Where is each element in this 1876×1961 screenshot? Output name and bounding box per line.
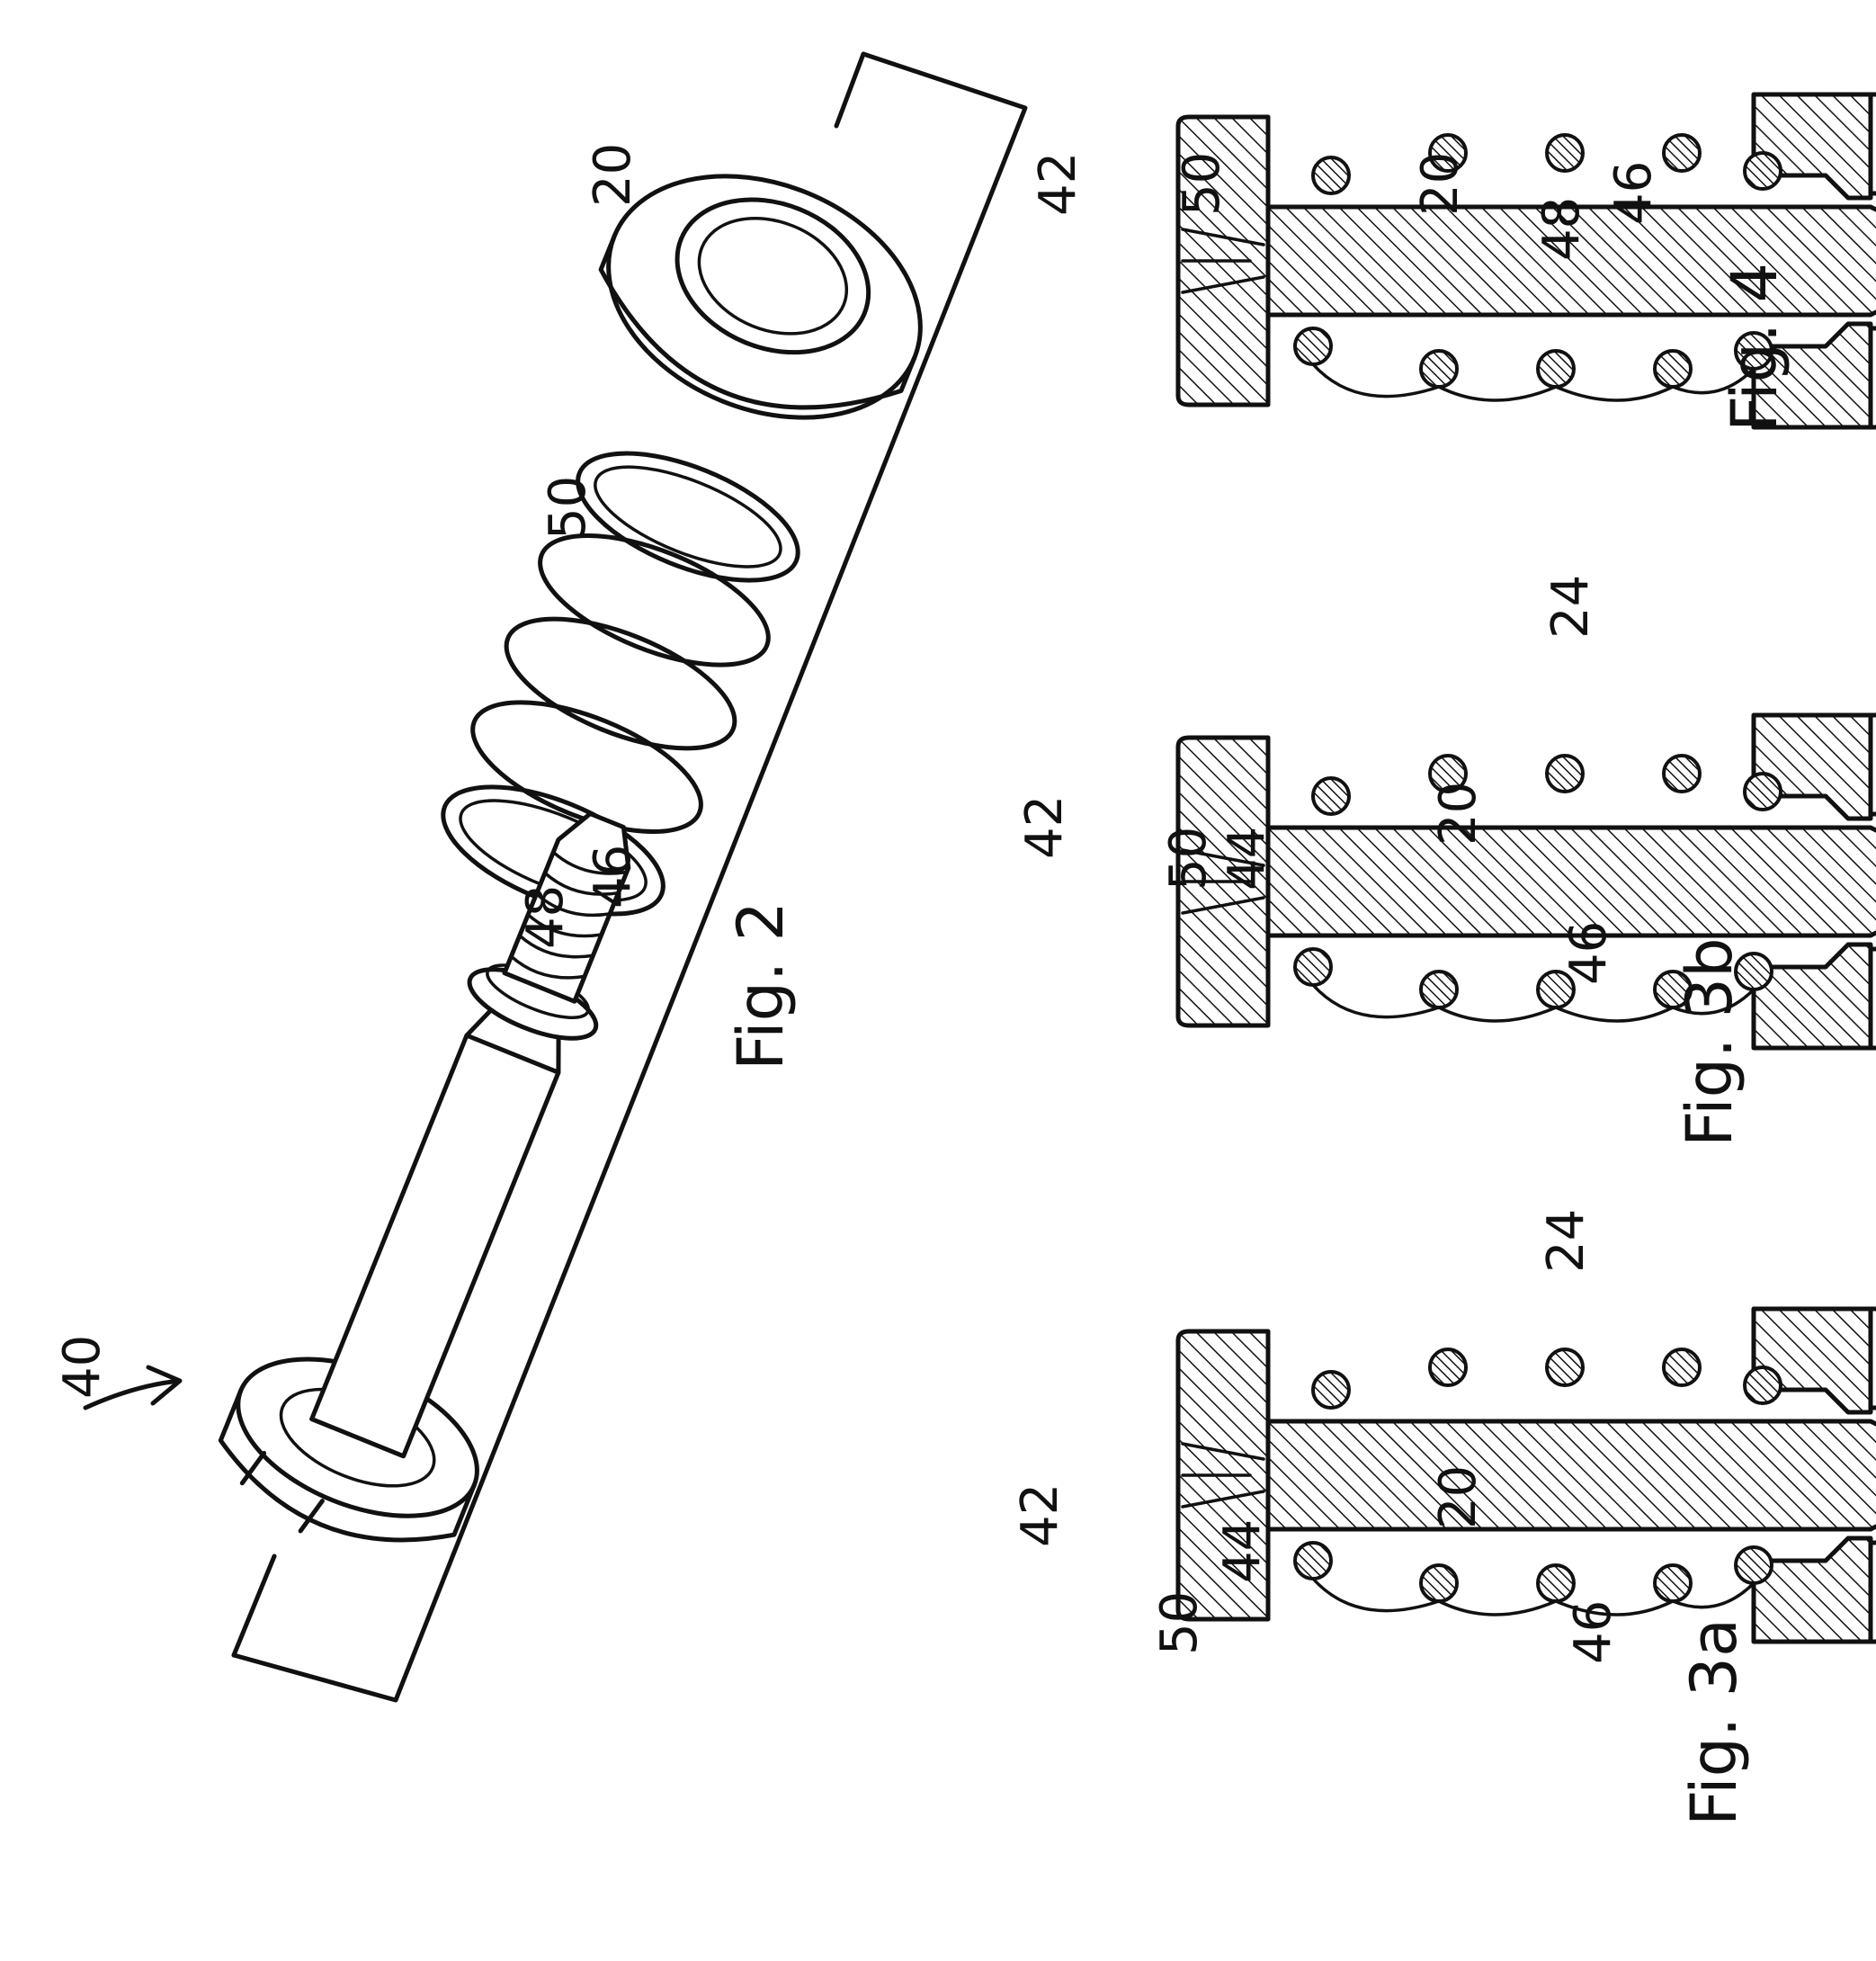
label-fig3b-46: 46 — [1559, 921, 1618, 985]
label-fig3a-50: 50 — [1150, 1591, 1209, 1655]
label-40: 40 — [53, 1335, 112, 1399]
fig4-section-view: 42 50 20 48 46 24 Fig. 4 — [1029, 94, 1876, 639]
label-fig3b-24: 24 — [1537, 1209, 1595, 1273]
label-fig3b-50: 50 — [1159, 827, 1218, 891]
label-fig2-46: 46 — [584, 845, 642, 909]
label-fig3a-42: 42 — [1011, 1483, 1069, 1547]
label-fig4-48: 48 — [1532, 197, 1591, 261]
label-fig4-24: 24 — [1541, 575, 1600, 639]
fig3a-caption: Fig. 3a — [1677, 1618, 1751, 1826]
label-fig2-48: 48 — [516, 885, 575, 949]
fig4-caption: Fig. 4 — [1718, 263, 1791, 432]
label-fig3b-20: 20 — [1429, 782, 1487, 846]
fig2-caption: Fig. 2 — [724, 901, 798, 1070]
label-fig4-42: 42 — [1029, 152, 1087, 216]
label-fig3b-42: 42 — [1015, 795, 1074, 859]
fig3a-section-view: 42 50 44 20 46 Fig. 3a — [1011, 1309, 1876, 1826]
label-fig3a-20: 20 — [1429, 1465, 1487, 1529]
label-fig3a-46: 46 — [1564, 1600, 1622, 1664]
label-fig2-20: 20 — [584, 143, 642, 207]
fig3b-section-view: 42 50 44 20 46 24 Fig. 3b — [1015, 715, 1876, 1273]
fig2-exploded-view: 40 46 48 50 20 Fig. 2 — [53, 54, 1025, 1700]
label-fig4-46: 46 — [1604, 161, 1663, 225]
label-fig4-50: 50 — [1173, 152, 1231, 216]
screw-40 — [201, 774, 724, 1585]
label-fig4-20: 20 — [1411, 152, 1470, 216]
label-fig2-50: 50 — [539, 476, 597, 540]
label-fig3a-44: 44 — [1213, 1519, 1272, 1583]
label-fig3b-44: 44 — [1218, 827, 1276, 891]
fig3b-caption: Fig. 3b — [1673, 937, 1746, 1147]
